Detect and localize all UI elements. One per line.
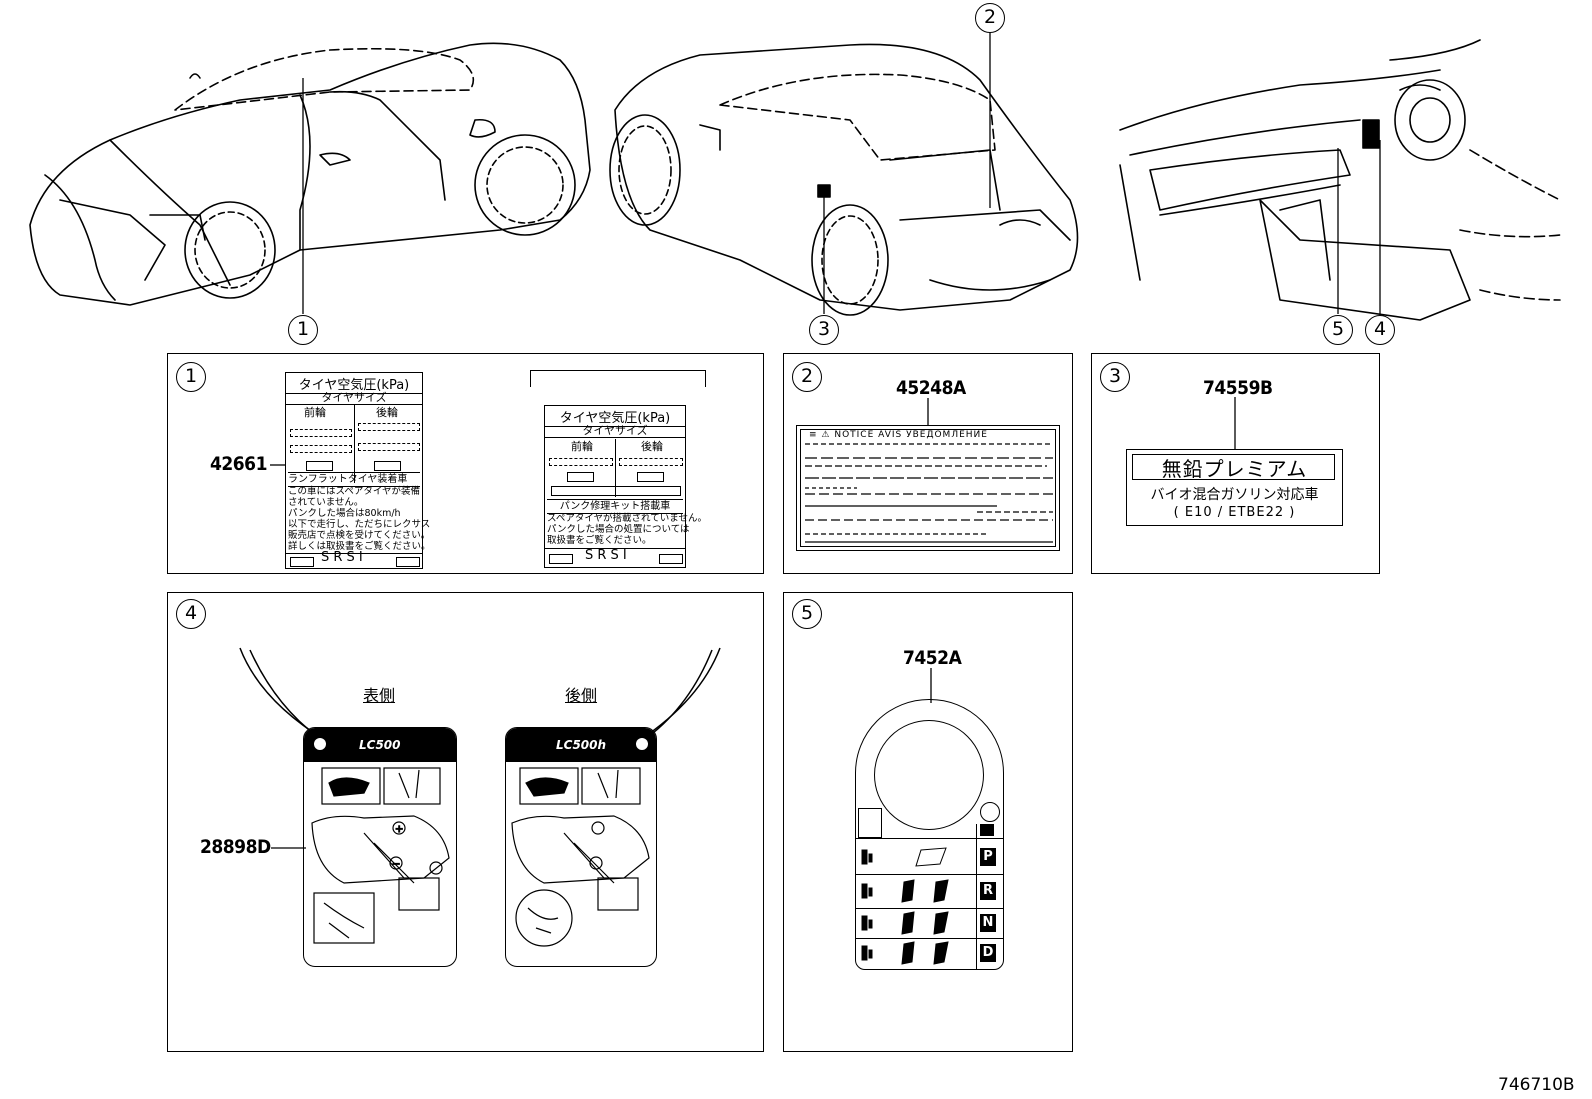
label-line-2: されていません。 <box>288 497 364 508</box>
car-interior-view <box>1119 39 1561 321</box>
label-line-3: パンクした場合は80km/h <box>288 508 401 519</box>
panel-1 <box>167 353 764 574</box>
panel-3-number: 3 <box>1100 362 1130 392</box>
label-srs: S R S I <box>585 548 627 563</box>
notice-label: ≡ ⚠ NOTICE AVIS УВЕДОМЛЕНИЕ <box>796 425 1060 551</box>
label-rear: 後輪 <box>641 440 663 453</box>
label-title: タイヤ空気圧(kPa) <box>545 407 685 427</box>
panel-2-number: 2 <box>792 362 822 392</box>
label-title: タイヤ空気圧(kPa) <box>286 374 422 394</box>
gear-d: D <box>980 944 996 962</box>
tire-pressure-label-runflat: タイヤ空気圧(kPa) タイヤサイズ 前輪 後輪 ランフラットタイヤ装着車 この… <box>285 372 431 569</box>
label-line-4: 以下で走行し、ただちにレクサス <box>288 519 431 530</box>
panel-4 <box>167 592 764 1052</box>
label-line-1: この車にはスペアタイヤが装備 <box>288 486 421 497</box>
fuel-biofuel-compatible: バイオ混合ガソリン対応車 <box>1150 487 1319 503</box>
part-number-42661: 42661 <box>210 453 267 475</box>
svg-text:+: + <box>395 824 403 835</box>
panel-5 <box>783 592 1073 1052</box>
part-number-45248A: 45248A <box>896 377 966 399</box>
label-line-5: 販売店で点検を受けてください。 <box>288 530 431 541</box>
label-front: 前輪 <box>571 440 593 453</box>
part-number-28898D: 28898D <box>200 836 271 858</box>
part-number-74559B: 74559B <box>1203 377 1273 399</box>
tire-pressure-label-repair-kit: タイヤ空気圧(kPa) タイヤサイズ 前輪 後輪 パンク修理キット搭載車 スペア… <box>544 405 707 568</box>
car-front-view <box>29 42 591 306</box>
label-tire-size: タイヤサイズ <box>545 424 685 438</box>
label-runflat: ランフラットタイヤ装着車 <box>288 472 420 487</box>
label-tire-size: タイヤサイズ <box>286 391 422 405</box>
part-number-7452A: 7452A <box>903 647 962 669</box>
gear-n: N <box>980 914 996 932</box>
jump-start-tag-back: LC500h <box>505 727 657 967</box>
fuel-blend-spec: ( E10 / ETBE22 ) <box>1173 505 1296 520</box>
tag-model-lc500: LC500 <box>359 738 401 752</box>
callout-2: 2 <box>975 3 1005 33</box>
label-outline-bracket <box>530 370 706 387</box>
car-rear-view <box>609 43 1079 316</box>
front-side-label: 表側 <box>363 686 396 705</box>
notice-header: ≡ ⚠ NOTICE AVIS УВЕДОМЛЕНИЕ <box>809 430 988 440</box>
jump-start-tag-front: LC500 + − <box>303 727 457 967</box>
lever-hole <box>874 720 984 830</box>
callout-4: 4 <box>1365 315 1395 345</box>
callout-1: 1 <box>288 315 318 345</box>
label-line-2: パンクした場合の処置については <box>547 524 690 535</box>
back-side-label: 後側 <box>565 686 598 705</box>
fuel-type-label: 無鉛プレミアム バイオ混合ガソリン対応車 ( E10 / ETBE22 ) <box>1126 449 1343 526</box>
figure-id: 746710B <box>1498 1075 1575 1095</box>
label-line-6: 詳しくは取扱書をご覧ください。 <box>288 541 431 552</box>
fuel-premium-unleaded: 無鉛プレミアム <box>1161 457 1308 481</box>
panel-2 <box>783 353 1073 574</box>
panel-3 <box>1091 353 1380 574</box>
label-srs: S R S I <box>321 550 363 565</box>
label-repair-kit: パンク修理キット搭載車 <box>547 499 683 514</box>
tag-model-lc500h: LC500h <box>556 738 607 752</box>
gear-r: R <box>980 882 996 900</box>
panel-4-number: 4 <box>176 599 206 629</box>
label-line-3: 取扱書をご覧ください。 <box>547 535 652 546</box>
gear-p: P <box>980 848 996 866</box>
label-front: 前輪 <box>304 406 326 419</box>
panel-1-number: 1 <box>176 362 206 392</box>
label-line-1: スペアタイヤが搭載されていません。 <box>547 513 707 524</box>
shift-lever-label: P R N D <box>855 699 1004 970</box>
label-rear: 後輪 <box>376 406 398 419</box>
callout-3: 3 <box>809 315 839 345</box>
panel-5-number: 5 <box>792 599 822 629</box>
callout-5: 5 <box>1323 315 1353 345</box>
